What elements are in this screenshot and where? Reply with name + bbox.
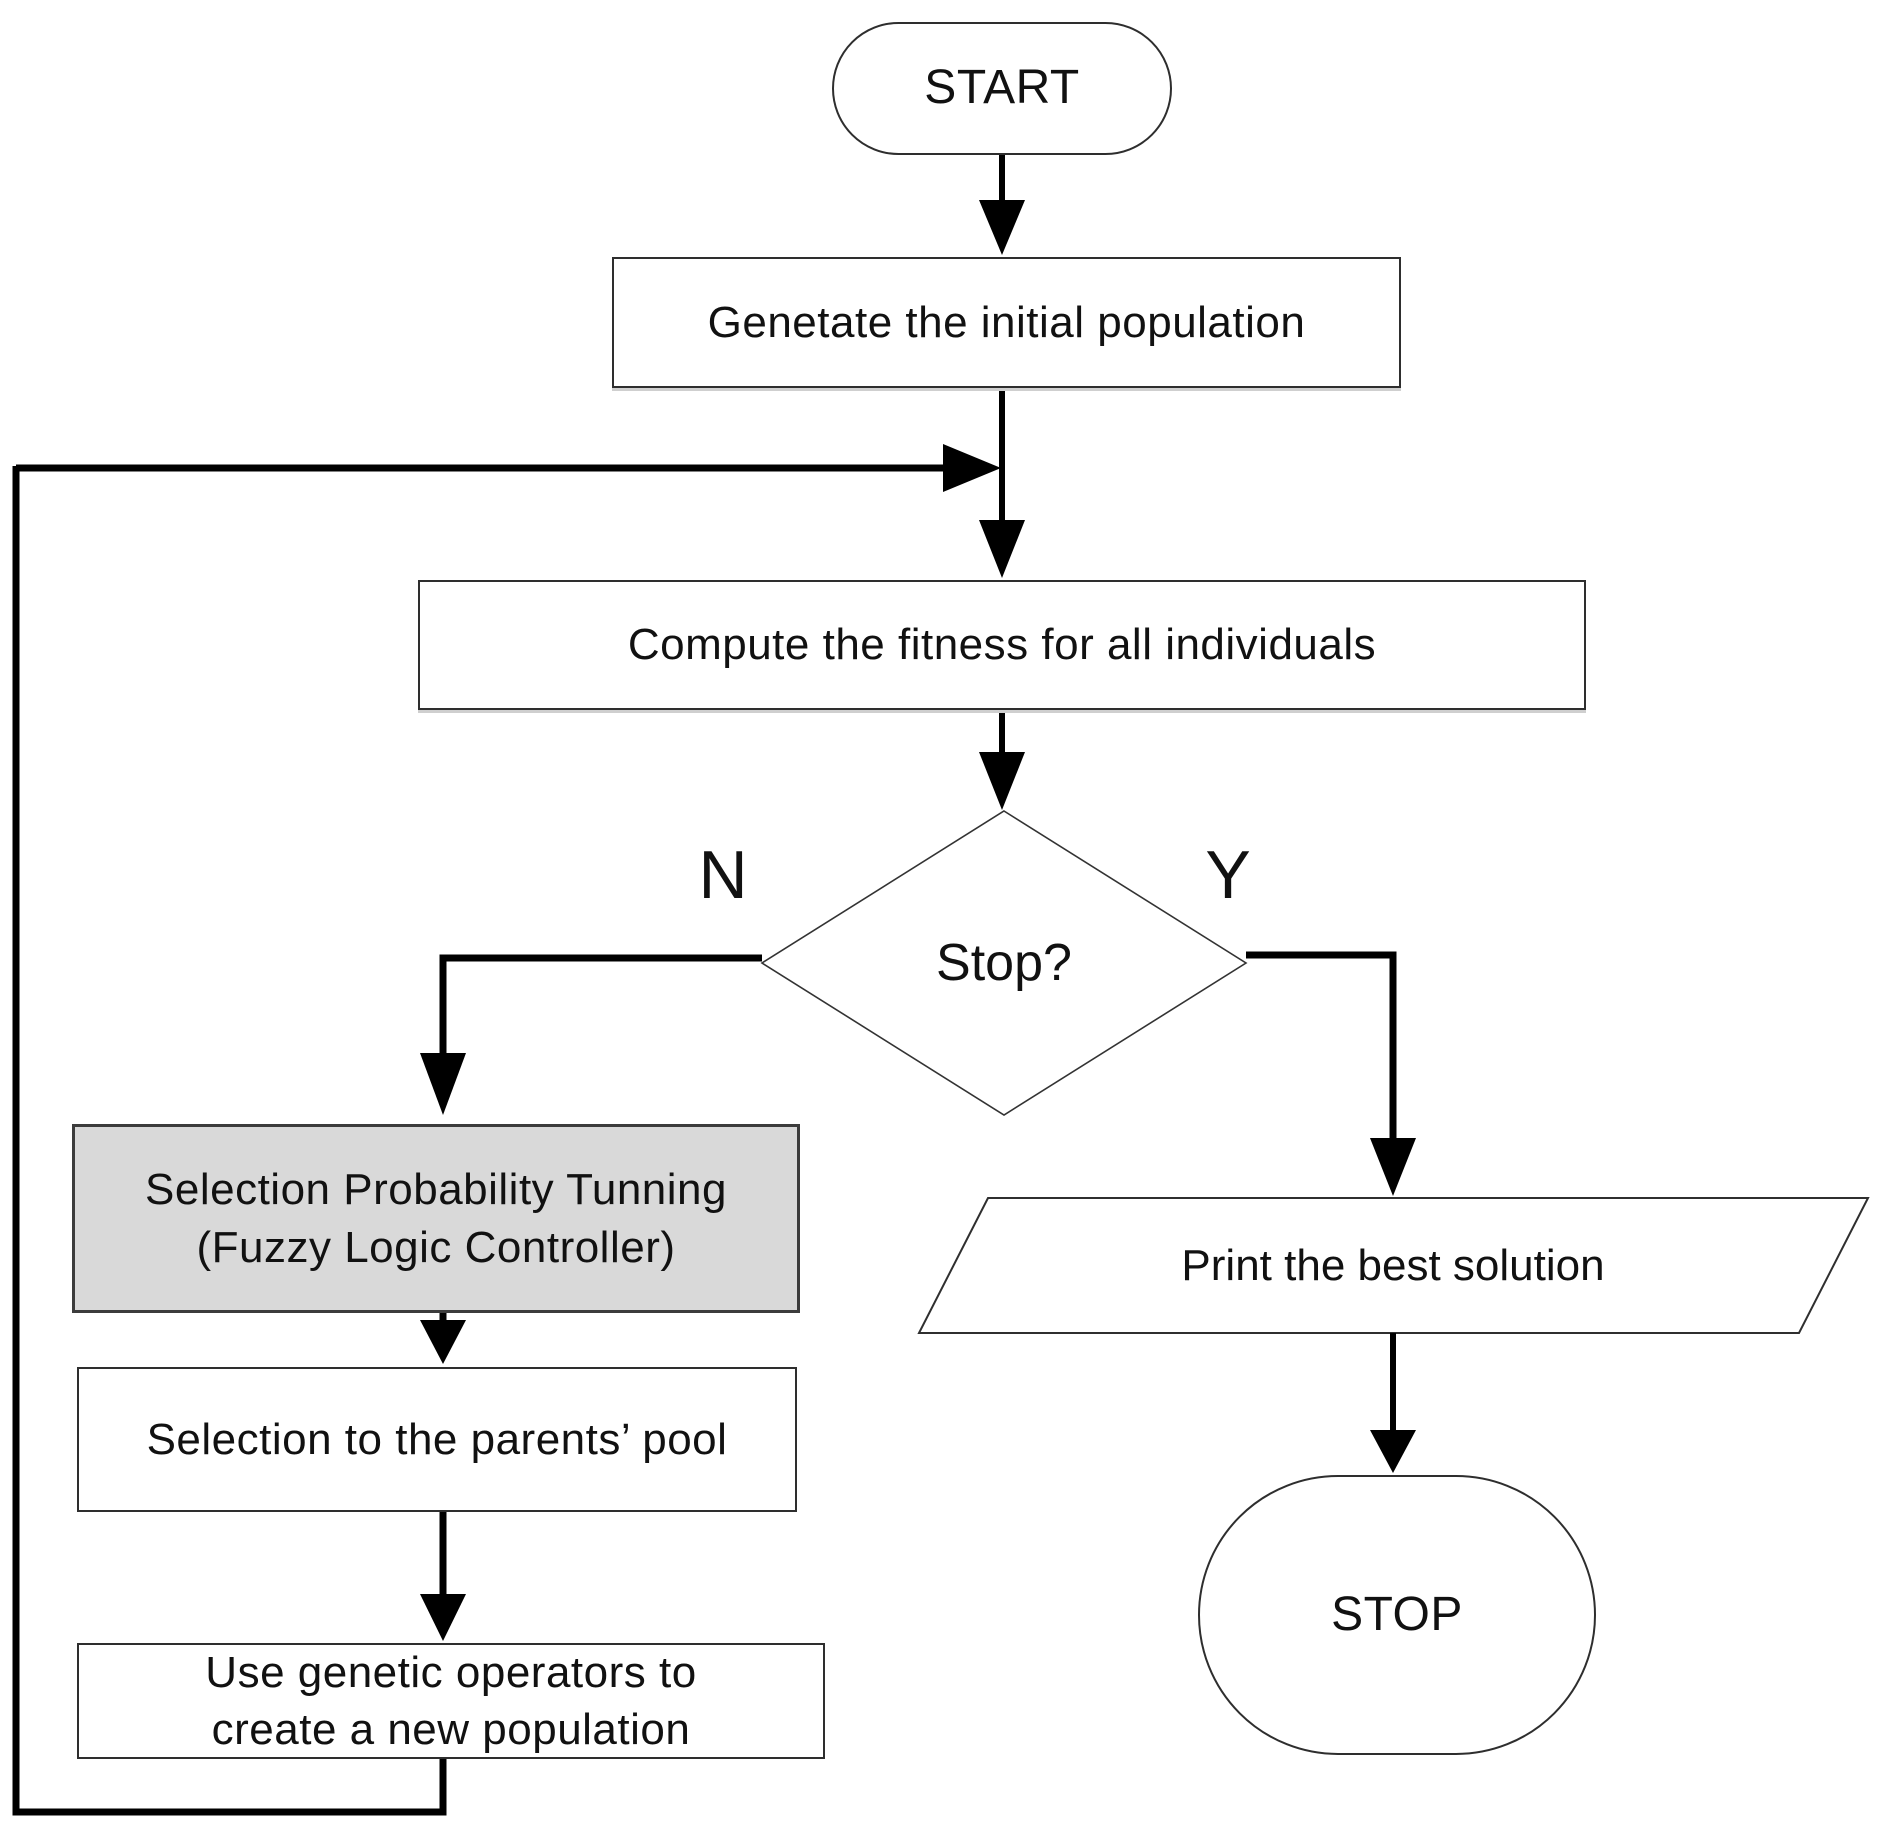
generate-population-box: Genetate the initial population [612, 257, 1401, 388]
print-solution-label: Print the best solution [1181, 1241, 1605, 1290]
tuning-label-line1: Selection Probability Tunning [145, 1165, 727, 1215]
branch-label-y: Y [1205, 837, 1251, 913]
compute-fitness-box: Compute the fitness for all individuals [418, 580, 1586, 710]
arrow-no-branch [420, 954, 762, 1115]
print-parallelogram [917, 1197, 1870, 1334]
genetic-operators-box: Use genetic operators to create a new po… [77, 1643, 825, 1759]
genetic-operators-label-line2: create a new population [211, 1705, 691, 1754]
decision-diamond [760, 810, 1248, 1116]
tuning-label-line2: (Fuzzy Logic Controller) [196, 1222, 676, 1272]
start-terminator: START [832, 22, 1172, 155]
arrow-compute-to-decision [979, 710, 1025, 810]
loopback-line [12, 466, 447, 1816]
stop-terminator: STOP [1198, 1475, 1596, 1755]
selection-probability-tuning-box: Selection Probability Tunning (Fuzzy Log… [72, 1124, 800, 1313]
arrow-parents-to-operators [420, 1512, 466, 1641]
genetic-operators-label-line1: Use genetic operators to [205, 1647, 697, 1697]
parents-pool-label: Selection to the parents’ pool [146, 1414, 728, 1464]
compute-fitness-label: Compute the fitness for all individuals [627, 620, 1377, 670]
start-label: START [924, 61, 1080, 115]
generate-population-label: Genetate the initial population [707, 297, 1306, 347]
stop-label: STOP [1331, 1587, 1463, 1641]
arrow-tuning-to-parents [420, 1313, 466, 1364]
branch-label-n: N [698, 837, 748, 913]
arrow-loopback-into-junction [16, 444, 1001, 492]
decision-label: Stop? [936, 934, 1072, 992]
arrow-yes-branch [1246, 951, 1416, 1196]
arrow-start-to-generate [979, 155, 1025, 255]
arrow-generate-to-compute [979, 388, 1025, 578]
arrow-print-to-stop [1370, 1333, 1416, 1473]
parents-pool-selection-box: Selection to the parents’ pool [77, 1367, 797, 1512]
